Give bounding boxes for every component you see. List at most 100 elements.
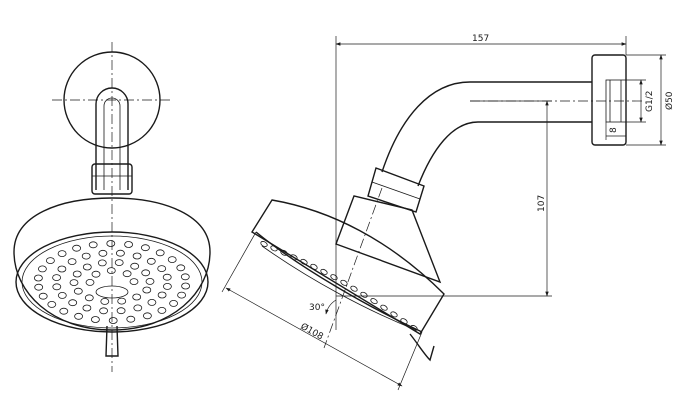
nozzle-icon [88,241,98,249]
nozzle-icon [132,293,142,301]
nozzle-icon [106,267,116,275]
nozzle-icon [116,307,126,315]
nozzle-icon [74,312,83,320]
nozzle-icon [130,262,140,270]
nozzle-icon [85,278,95,286]
dim-flange-depth: 8 [609,127,619,133]
nozzle-icon [300,258,308,265]
nozzle-icon [59,307,69,315]
nozzle-icon [360,291,368,298]
nozzle-icon [140,244,150,252]
nozzle-icon [310,263,318,270]
dimension-157: 157 [335,34,627,330]
nozzle-icon [97,259,107,267]
nozzle-icon [142,312,152,320]
nozzle-icon [38,292,48,300]
nozzle-icon [57,265,67,273]
nozzle-icon [114,259,124,267]
nozzle-icon [69,279,79,287]
nozzle-icon [122,270,132,278]
nozzle-icon [162,282,172,290]
side-view [251,54,645,362]
front-nozzles [34,240,191,324]
dimension-8: 8 [605,122,626,140]
nozzle-icon [106,240,116,247]
dim-flange-diameter: Ø50 [664,91,675,110]
nozzle-icon [57,250,67,258]
side-arm [381,81,592,187]
nozzle-icon [117,297,127,305]
nozzle-icon [99,307,108,315]
dim-head-diameter: Ø108 [299,321,326,343]
nozzle-icon [177,291,187,299]
nozzle-icon [155,249,165,257]
dimension-30deg: 30° [309,299,337,315]
nozzle-icon [157,265,167,273]
nozzle-icon [72,270,82,278]
nozzle-icon [320,268,328,275]
nozzle-icon [126,315,136,323]
nozzle-icon [46,257,55,265]
nozzle-icon [340,279,348,286]
nozzle-icon [146,257,156,265]
side-lever [409,333,435,362]
side-ball-joint [367,167,425,213]
nozzle-icon [82,304,92,312]
nozzle-icon [169,299,179,307]
nozzle-icon [34,274,43,282]
nozzle-icon [176,264,186,272]
nozzle-icon [142,286,152,294]
front-head-body [13,197,211,331]
dim-thread: G1/2 [645,91,655,112]
nozzle-icon [290,254,298,261]
nozzle-icon [180,273,190,281]
nozzle-icon [73,287,83,295]
nozzle-icon [57,291,67,299]
nozzle-icon [84,294,94,302]
nozzle-icon [132,252,142,260]
nozzle-icon [72,244,81,252]
nozzle-icon [410,325,418,331]
dim-tilt-angle: 30° [309,303,325,313]
nozzle-icon [38,265,47,273]
nozzle-icon [270,245,278,252]
nozzle-icon [34,283,44,291]
nozzle-icon [141,269,151,277]
nozzle-icon [162,273,172,281]
nozzle-icon [157,291,167,299]
side-neck [335,195,442,284]
side-face-plate [255,231,423,333]
nozzle-icon [108,317,118,324]
nozzle-icon [145,277,155,285]
dim-drop-height: 107 [537,195,547,212]
nozzle-icon [98,249,108,257]
nozzle-icon [100,297,110,305]
nozzle-icon [181,282,191,290]
nozzle-icon [280,249,288,256]
nozzle-icon [82,263,92,271]
nozzle-icon [52,283,62,291]
nozzle-icon [147,298,157,306]
nozzle-icon [81,252,91,260]
side-head-body [251,199,445,335]
nozzle-icon [116,249,125,257]
side-joint-line [371,181,421,200]
dim-arm-length: 157 [472,34,489,44]
nozzle-icon [167,256,177,264]
nozzle-icon [47,300,57,308]
nozzle-icon [124,241,134,248]
nozzle-icon [91,316,100,323]
nozzle-icon [133,304,143,312]
nozzle-icon [129,278,139,286]
side-centerline-axis [323,187,383,349]
dimension-50: Ø50 [626,54,675,146]
nozzle-icon [67,258,77,266]
nozzle-icon [157,306,167,314]
nozzle-icon [52,274,61,282]
dimension-107: 107 [336,100,552,297]
front-view [13,42,211,372]
nozzle-icon [68,299,78,307]
nozzle-icon [91,270,101,278]
nozzle-icon [330,274,338,281]
